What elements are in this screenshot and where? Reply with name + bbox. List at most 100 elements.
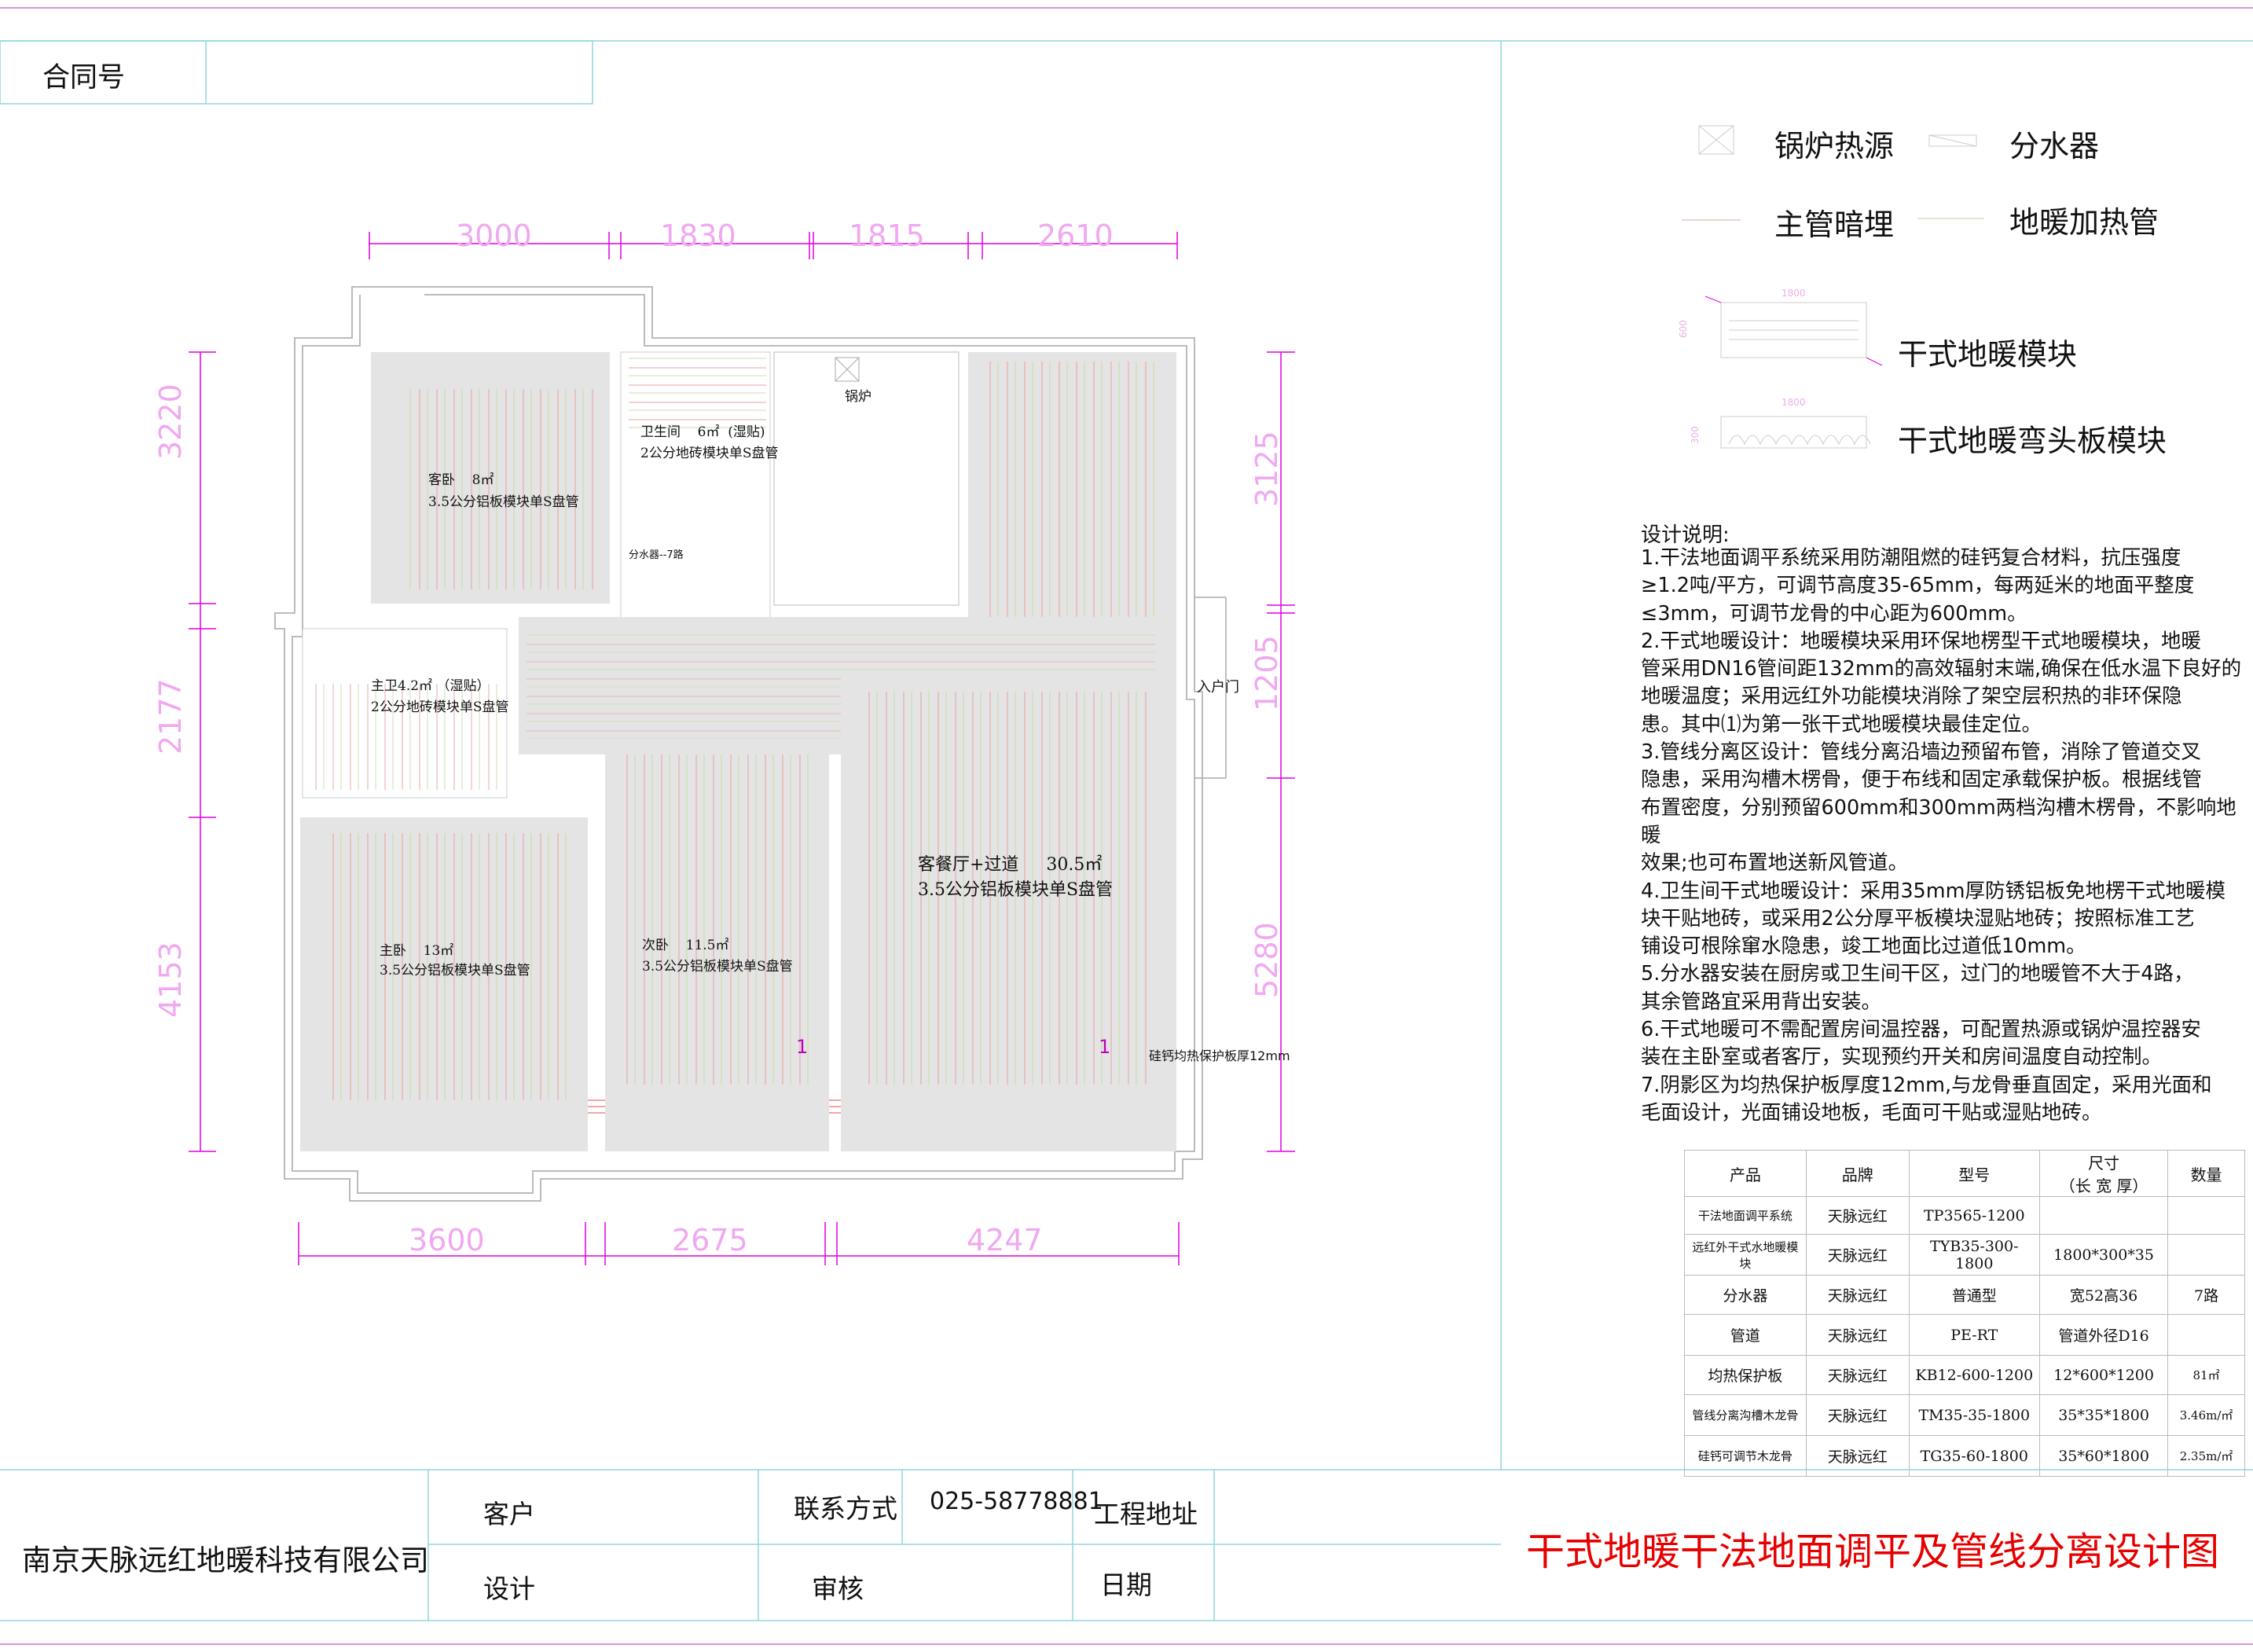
header-size: 尺寸（长 宽 厚）	[2039, 1150, 2169, 1197]
master-bath-sub: 2公分地砖模块单S盘管	[371, 699, 509, 715]
note-line: 1.干法地面调平系统采用防潮阻燃的硅钙复合材料，抗压强度	[1641, 546, 2181, 570]
living-room-area	[841, 676, 1176, 1151]
dim-top-1: 3000	[456, 218, 532, 253]
note-line: 装在主卧室或者客厅，实现预约开关和房间温度自动控制。	[1641, 1045, 2163, 1070]
header-product: 产品	[1684, 1150, 1807, 1197]
dim-top-4: 2610	[1037, 218, 1114, 253]
dim-top-2: 1830	[660, 218, 736, 253]
bend-module-dim-width: 1800	[1781, 397, 1806, 408]
master-bath-area	[302, 628, 508, 798]
manifold-label: 分水器--7路	[629, 549, 684, 561]
module-legend-label: 干式地暖模块	[1898, 337, 2078, 372]
header-quantity: 数量	[2167, 1150, 2245, 1197]
drawing-title: 干式地暖干法地面调平及管线分离设计图	[1526, 1529, 2220, 1574]
boiler-legend-label: 锅炉热源	[1774, 129, 1895, 163]
contract-number-label: 合同号	[42, 62, 126, 94]
dim-left-3: 4153	[153, 942, 188, 1018]
contact-value: 025-58778881	[930, 1488, 1103, 1515]
note-line: 患。其中⑴为第一张干式地暖模块最佳定位。	[1641, 712, 2042, 736]
project-address-label: 工程地址	[1094, 1499, 1198, 1529]
entrance-label: 入户门	[1197, 679, 1239, 696]
bathroom-sub: 2公分地砖模块单S盘管	[640, 446, 779, 461]
heating-pipe-legend-label: 地暖加热管	[2009, 205, 2159, 240]
bend-module-legend-label: 干式地暖弯头板模块	[1898, 424, 2167, 458]
second-bedroom-area	[605, 739, 829, 1151]
note-line: 布置密度，分别预留600mm和300mm两档沟槽木楞骨，不影响地暖	[1641, 795, 2236, 847]
note-line: 隐患，采用沟槽木楞骨，便于布线和固定承载保护板。根据线管	[1641, 768, 2203, 792]
note-line: 3.管线分离区设计：管线分离沿墙边预留布管，消除了管道交叉	[1641, 740, 2201, 765]
bathroom-area	[620, 351, 771, 620]
header-brand: 品牌	[1805, 1150, 1910, 1197]
note-line: ≥1.2吨/平方，可调节高度35-65mm，每两延米的地面平整度	[1641, 574, 2195, 598]
designer-label: 设计	[483, 1573, 535, 1604]
reviewer-label: 审核	[812, 1573, 864, 1604]
master-bedroom-label: 主卧 13㎡	[380, 943, 454, 959]
entrance-door	[1194, 597, 1227, 779]
note-line: 7.阴影区为均热保护板厚度12mm,与龙骨垂直固定，采用光面和	[1641, 1073, 2212, 1097]
protective-board-note: 硅钙均热保护板厚12mm	[1149, 1048, 1290, 1063]
module-dim-height: 600	[1678, 320, 1689, 338]
boiler-room	[773, 351, 960, 606]
second-module-marker: 1	[1099, 1036, 1111, 1058]
note-line: 6.干式地暖可不需配置房间温控器，可配置热源或锅炉温控器安	[1641, 1018, 2201, 1042]
dim-top-3: 1815	[849, 218, 925, 253]
dim-bottom-3: 4247	[967, 1223, 1043, 1257]
note-line: 铺设可根除窜水隐患，竣工地面比过道低10mm。	[1641, 934, 2086, 959]
note-line: 毛面设计，光面铺设地板，毛面可干贴或湿贴地砖。	[1641, 1100, 2102, 1125]
note-line: 管采用DN16管间距132mm的高效辐射末端,确保在低水温下良好的	[1641, 657, 2242, 681]
dim-left-1: 3220	[153, 384, 188, 460]
dim-left-2: 2177	[153, 678, 188, 754]
module-dim-width: 1800	[1781, 288, 1806, 299]
dim-bottom-1: 3600	[409, 1223, 485, 1257]
company-name: 南京天脉远红地暖科技有限公司	[22, 1544, 429, 1577]
note-line: 2.干式地暖设计：地暖模块采用环保地楞型干式地暖模块，地暖	[1641, 629, 2201, 653]
guest-bedroom-area	[371, 352, 610, 604]
dim-right-3: 5280	[1249, 922, 1284, 998]
note-line: 效果;也可布置地送新风管道。	[1641, 851, 1909, 876]
module-legend-icon	[1704, 296, 1883, 366]
note-line: 地暖温度；采用远红外功能模块消除了架空层积热的非环保隐	[1641, 685, 2182, 709]
design-notes: 1.干法地面调平系统采用防潮阻燃的硅钙复合材料，抗压强度 ≥1.2吨/平方，可调…	[1641, 545, 2253, 1127]
master-bedroom-sub: 3.5公分铝板模块单S盘管	[380, 963, 530, 978]
second-bedroom-label: 次卧 11.5㎡	[642, 938, 729, 953]
date-label: 日期	[1100, 1569, 1152, 1600]
contract-box	[0, 40, 593, 105]
bend-module-dim-height: 300	[1690, 426, 1701, 444]
second-bedroom-sub: 3.5公分铝板模块单S盘管	[642, 959, 793, 975]
door-openings	[588, 1099, 841, 1114]
boiler-legend-icon	[1698, 125, 1734, 155]
note-line: 4.卫生间干式地暖设计：采用35mm厚防锈铝板免地楞干式地暖模	[1641, 879, 2225, 903]
living-room-label: 客餐厅+过道 30.5㎡	[918, 855, 1103, 875]
title-block-grid	[427, 1470, 1501, 1621]
guest-bedroom-sub: 3.5公分铝板模块单S盘管	[428, 494, 579, 510]
manifold-legend-label: 分水器	[2009, 129, 2100, 163]
manifold-legend-icon	[1928, 134, 1977, 147]
customer-label: 客户	[483, 1499, 535, 1529]
bathroom-label: 卫生间 6㎡ (湿贴)	[640, 424, 765, 440]
dim-right-2: 1205	[1249, 635, 1284, 711]
guest-bedroom-label: 客卧 8㎡	[428, 472, 494, 488]
boiler-label: 锅炉	[845, 389, 871, 405]
note-line: 其余管路宜采用背出安装。	[1641, 989, 1882, 1014]
page-frame	[0, 7, 2253, 1645]
bend-module-legend-icon	[1720, 416, 1871, 449]
table-header-row: 产品 品牌 型号 尺寸（长 宽 厚） 数量	[1684, 1150, 2245, 1197]
dim-bottom-2: 2675	[672, 1223, 748, 1257]
first-module-marker: 1	[796, 1036, 809, 1058]
note-line: ≤3mm，可调节龙骨的中心距为600mm。	[1641, 601, 2027, 626]
design-notes-title: 设计说明:	[1641, 523, 1730, 547]
note-line: 5.分水器安装在厨房或卫生间干区，过门的地暖管不大于4路，	[1641, 962, 2194, 986]
header-model: 型号	[1908, 1150, 2041, 1197]
master-bath-label: 主卫4.2㎡ （湿贴）	[371, 678, 490, 694]
dim-right-1: 3125	[1249, 431, 1284, 507]
contact-label: 联系方式	[794, 1493, 897, 1524]
main-pipe-legend-label: 主管暗埋	[1774, 207, 1895, 242]
